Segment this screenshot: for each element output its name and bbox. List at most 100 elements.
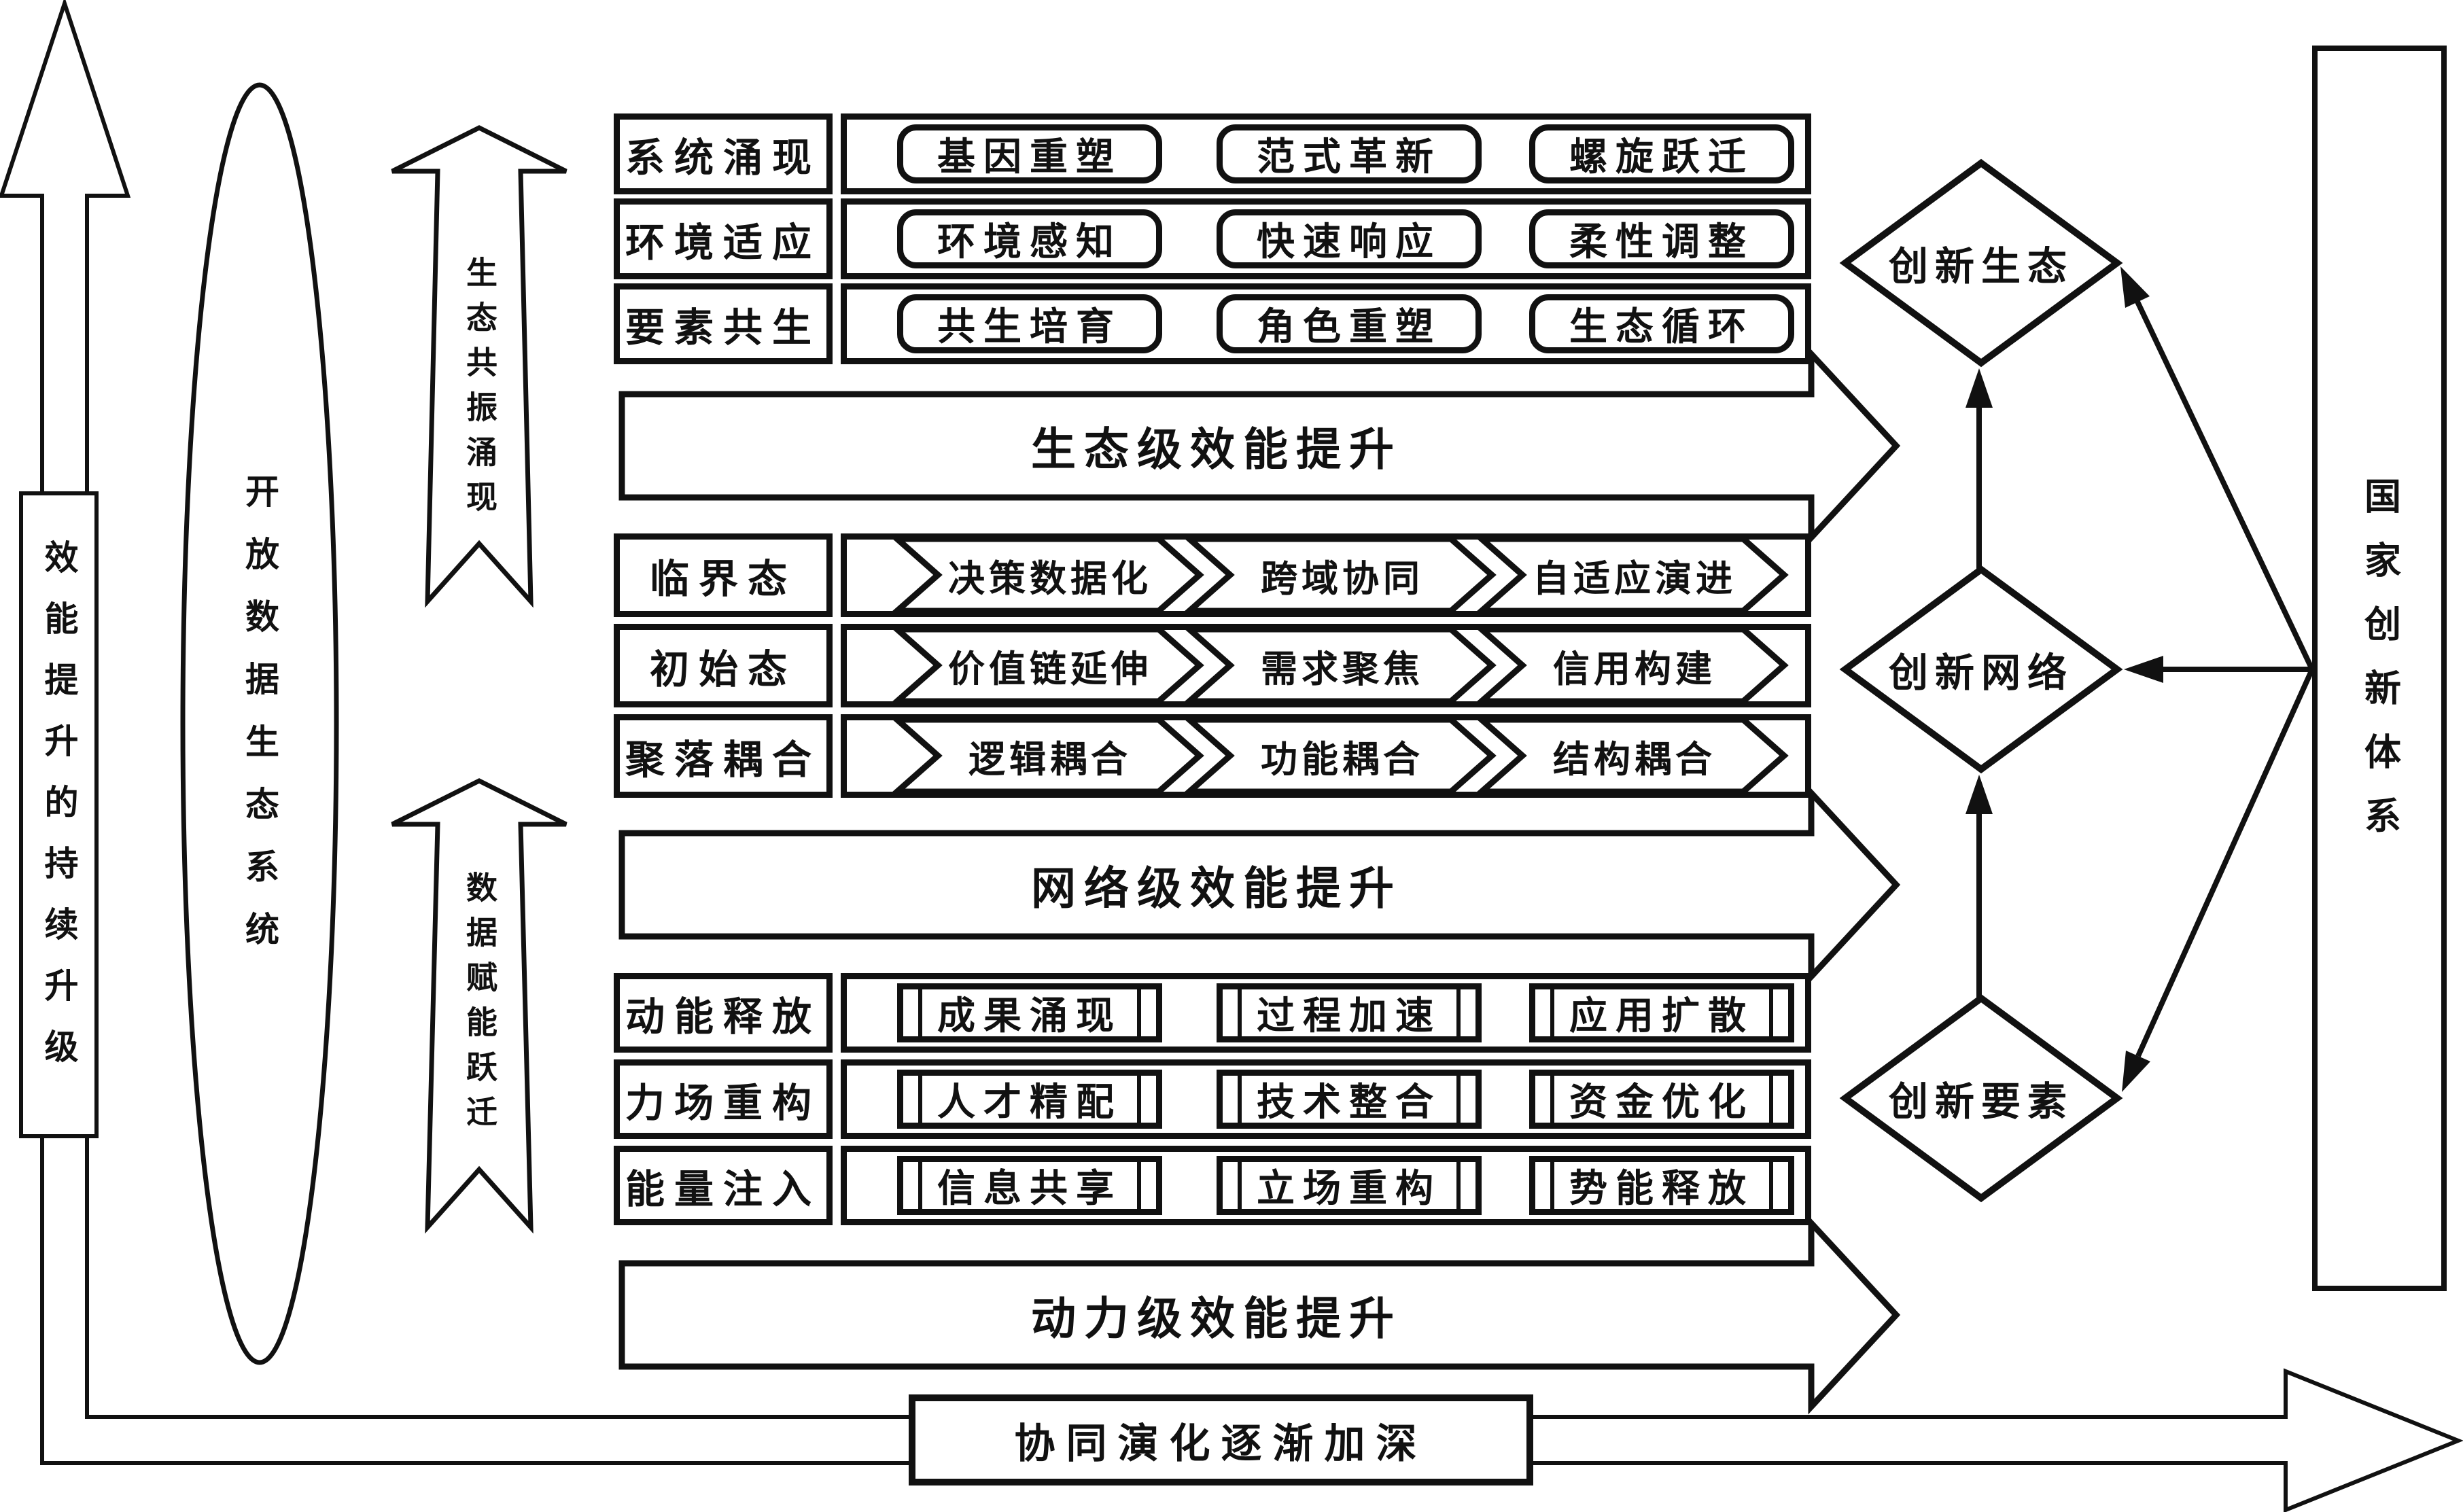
item-label: 功能耦合	[1261, 739, 1424, 780]
row-label: 要素共生	[625, 305, 821, 350]
row-container	[841, 973, 1811, 1053]
item-box: 应用扩散	[1529, 983, 1794, 1042]
item-label: 技术整合	[1257, 1082, 1442, 1124]
item-label: 信用构建	[1553, 648, 1716, 690]
item-label: 跨域协同	[1261, 558, 1424, 599]
item-label: 成果涌现	[937, 996, 1122, 1038]
diamond-label: 创新生态	[1879, 236, 2083, 290]
row-container	[841, 1059, 1811, 1139]
item-label: 决策数据化	[948, 558, 1152, 599]
item-label: 范式革新	[1257, 137, 1442, 179]
process-side-line	[1238, 1076, 1242, 1123]
item-label: 立场重构	[1257, 1168, 1442, 1210]
item-label: 势能释放	[1569, 1168, 1754, 1210]
ellipse-label: 开放数据生态系统	[226, 449, 294, 999]
row-container	[841, 714, 1811, 798]
item-box: 共生培育	[897, 294, 1162, 353]
row-container	[841, 198, 1811, 279]
up-arrow-2-shape	[391, 778, 567, 1234]
diamond-innovation-network-shape	[1839, 565, 2123, 774]
chevron-label: 自适应演进	[1533, 539, 1736, 611]
process-side-line	[1137, 989, 1141, 1036]
process-side-line	[1238, 1162, 1242, 1209]
chevron-label: 决策数据化	[948, 539, 1152, 611]
power-level-arrow-shape	[618, 1215, 1901, 1415]
diamond-text: 创新网络	[1888, 651, 2074, 695]
eco-level-arrow-text: 生态级效能提升	[1031, 425, 1402, 475]
item-label: 角色重塑	[1257, 306, 1442, 349]
item-box: 过程加速	[1217, 983, 1482, 1042]
bar-to-diamond-arrows	[2135, 300, 2315, 1057]
row-container	[841, 1146, 1811, 1225]
row-label-box: 聚落耦合	[614, 714, 833, 798]
process-side-line	[1550, 989, 1554, 1036]
row-container	[841, 113, 1811, 194]
arrowhead-icon	[1966, 775, 1993, 814]
diamond-label: 创新要素	[1879, 1071, 2083, 1125]
left-axis-label: 效能提升的持续升级	[39, 540, 78, 1090]
diamond-innovation-factor-shape	[1839, 994, 2123, 1203]
arrowhead-icon	[1966, 368, 1993, 408]
process-side-line	[1137, 1076, 1141, 1123]
item-box: 生态循环	[1529, 294, 1794, 353]
item-box: 范式革新	[1217, 124, 1482, 183]
item-label: 人才精配	[937, 1082, 1122, 1124]
network-level-arrow-shape	[618, 785, 1901, 985]
ellipse-label-text: 开放数据生态系统	[241, 474, 279, 974]
item-label: 快速响应	[1257, 222, 1442, 264]
item-box: 角色重塑	[1217, 294, 1482, 353]
chevron-label: 价值链延伸	[948, 629, 1152, 701]
item-label: 共生培育	[937, 306, 1122, 349]
process-side-line	[918, 989, 922, 1036]
item-label: 应用扩散	[1569, 996, 1754, 1038]
eco-level-arrow-shape	[618, 346, 1901, 546]
co-evolution-label: 协同演化逐渐加深	[1014, 1421, 1428, 1466]
item-label: 生态循环	[1569, 306, 1754, 349]
item-box: 螺旋跃迁	[1529, 124, 1794, 183]
chevron-label: 跨域协同	[1240, 539, 1444, 611]
up-arrow-2-text: 数据赋能跃迁	[462, 871, 497, 1140]
item-label: 螺旋跃迁	[1569, 137, 1754, 179]
item-label: 过程加速	[1257, 996, 1442, 1038]
item-label: 环境感知	[937, 222, 1122, 264]
row-container	[841, 624, 1811, 707]
item-label: 价值链延伸	[948, 648, 1152, 690]
row-label-box: 动能释放	[614, 973, 833, 1053]
item-label: 自适应演进	[1533, 558, 1736, 599]
left-axis-label-box: 效能提升的持续升级	[19, 491, 99, 1138]
process-side-line	[918, 1162, 922, 1209]
item-box: 资金优化	[1529, 1070, 1794, 1129]
row-label: 动能释放	[625, 994, 821, 1039]
co-evolution-box: 协同演化逐渐加深	[909, 1394, 1533, 1485]
row-label: 力场重构	[625, 1080, 821, 1125]
process-side-line	[1456, 1076, 1461, 1123]
power-level-arrow-label: 动力级效能提升	[622, 1281, 1811, 1349]
process-side-line	[1137, 1162, 1141, 1209]
ellipse-shape	[180, 82, 339, 1365]
arrowhead-icon	[2124, 656, 2163, 683]
item-label: 需求聚焦	[1261, 648, 1424, 690]
up-arrow-1-label: 生态共振涌现	[449, 245, 510, 537]
process-side-line	[1456, 1162, 1461, 1209]
item-box: 成果涌现	[897, 983, 1162, 1042]
item-box: 人才精配	[897, 1070, 1162, 1129]
up-arrow-2-label: 数据赋能跃迁	[449, 860, 510, 1152]
item-label: 柔性调整	[1569, 222, 1754, 264]
row-label: 临界态	[649, 557, 797, 601]
row-label-box: 初始态	[614, 624, 833, 707]
diamond-text: 创新要素	[1888, 1080, 2074, 1124]
item-label: 逻辑耦合	[968, 739, 1132, 780]
arrowhead-icon	[2122, 1051, 2150, 1092]
up-arrow-1-shape	[391, 125, 567, 608]
item-box: 快速响应	[1217, 209, 1482, 268]
chevron-label: 信用构建	[1533, 629, 1736, 701]
item-label: 基因重塑	[937, 137, 1122, 179]
network-level-arrow-label: 网络级效能提升	[622, 851, 1811, 919]
chevron-label: 结构耦合	[1533, 720, 1736, 792]
row-label: 聚落耦合	[625, 737, 821, 782]
row-label-box: 能量注入	[614, 1146, 833, 1225]
row-label-box: 力场重构	[614, 1059, 833, 1139]
